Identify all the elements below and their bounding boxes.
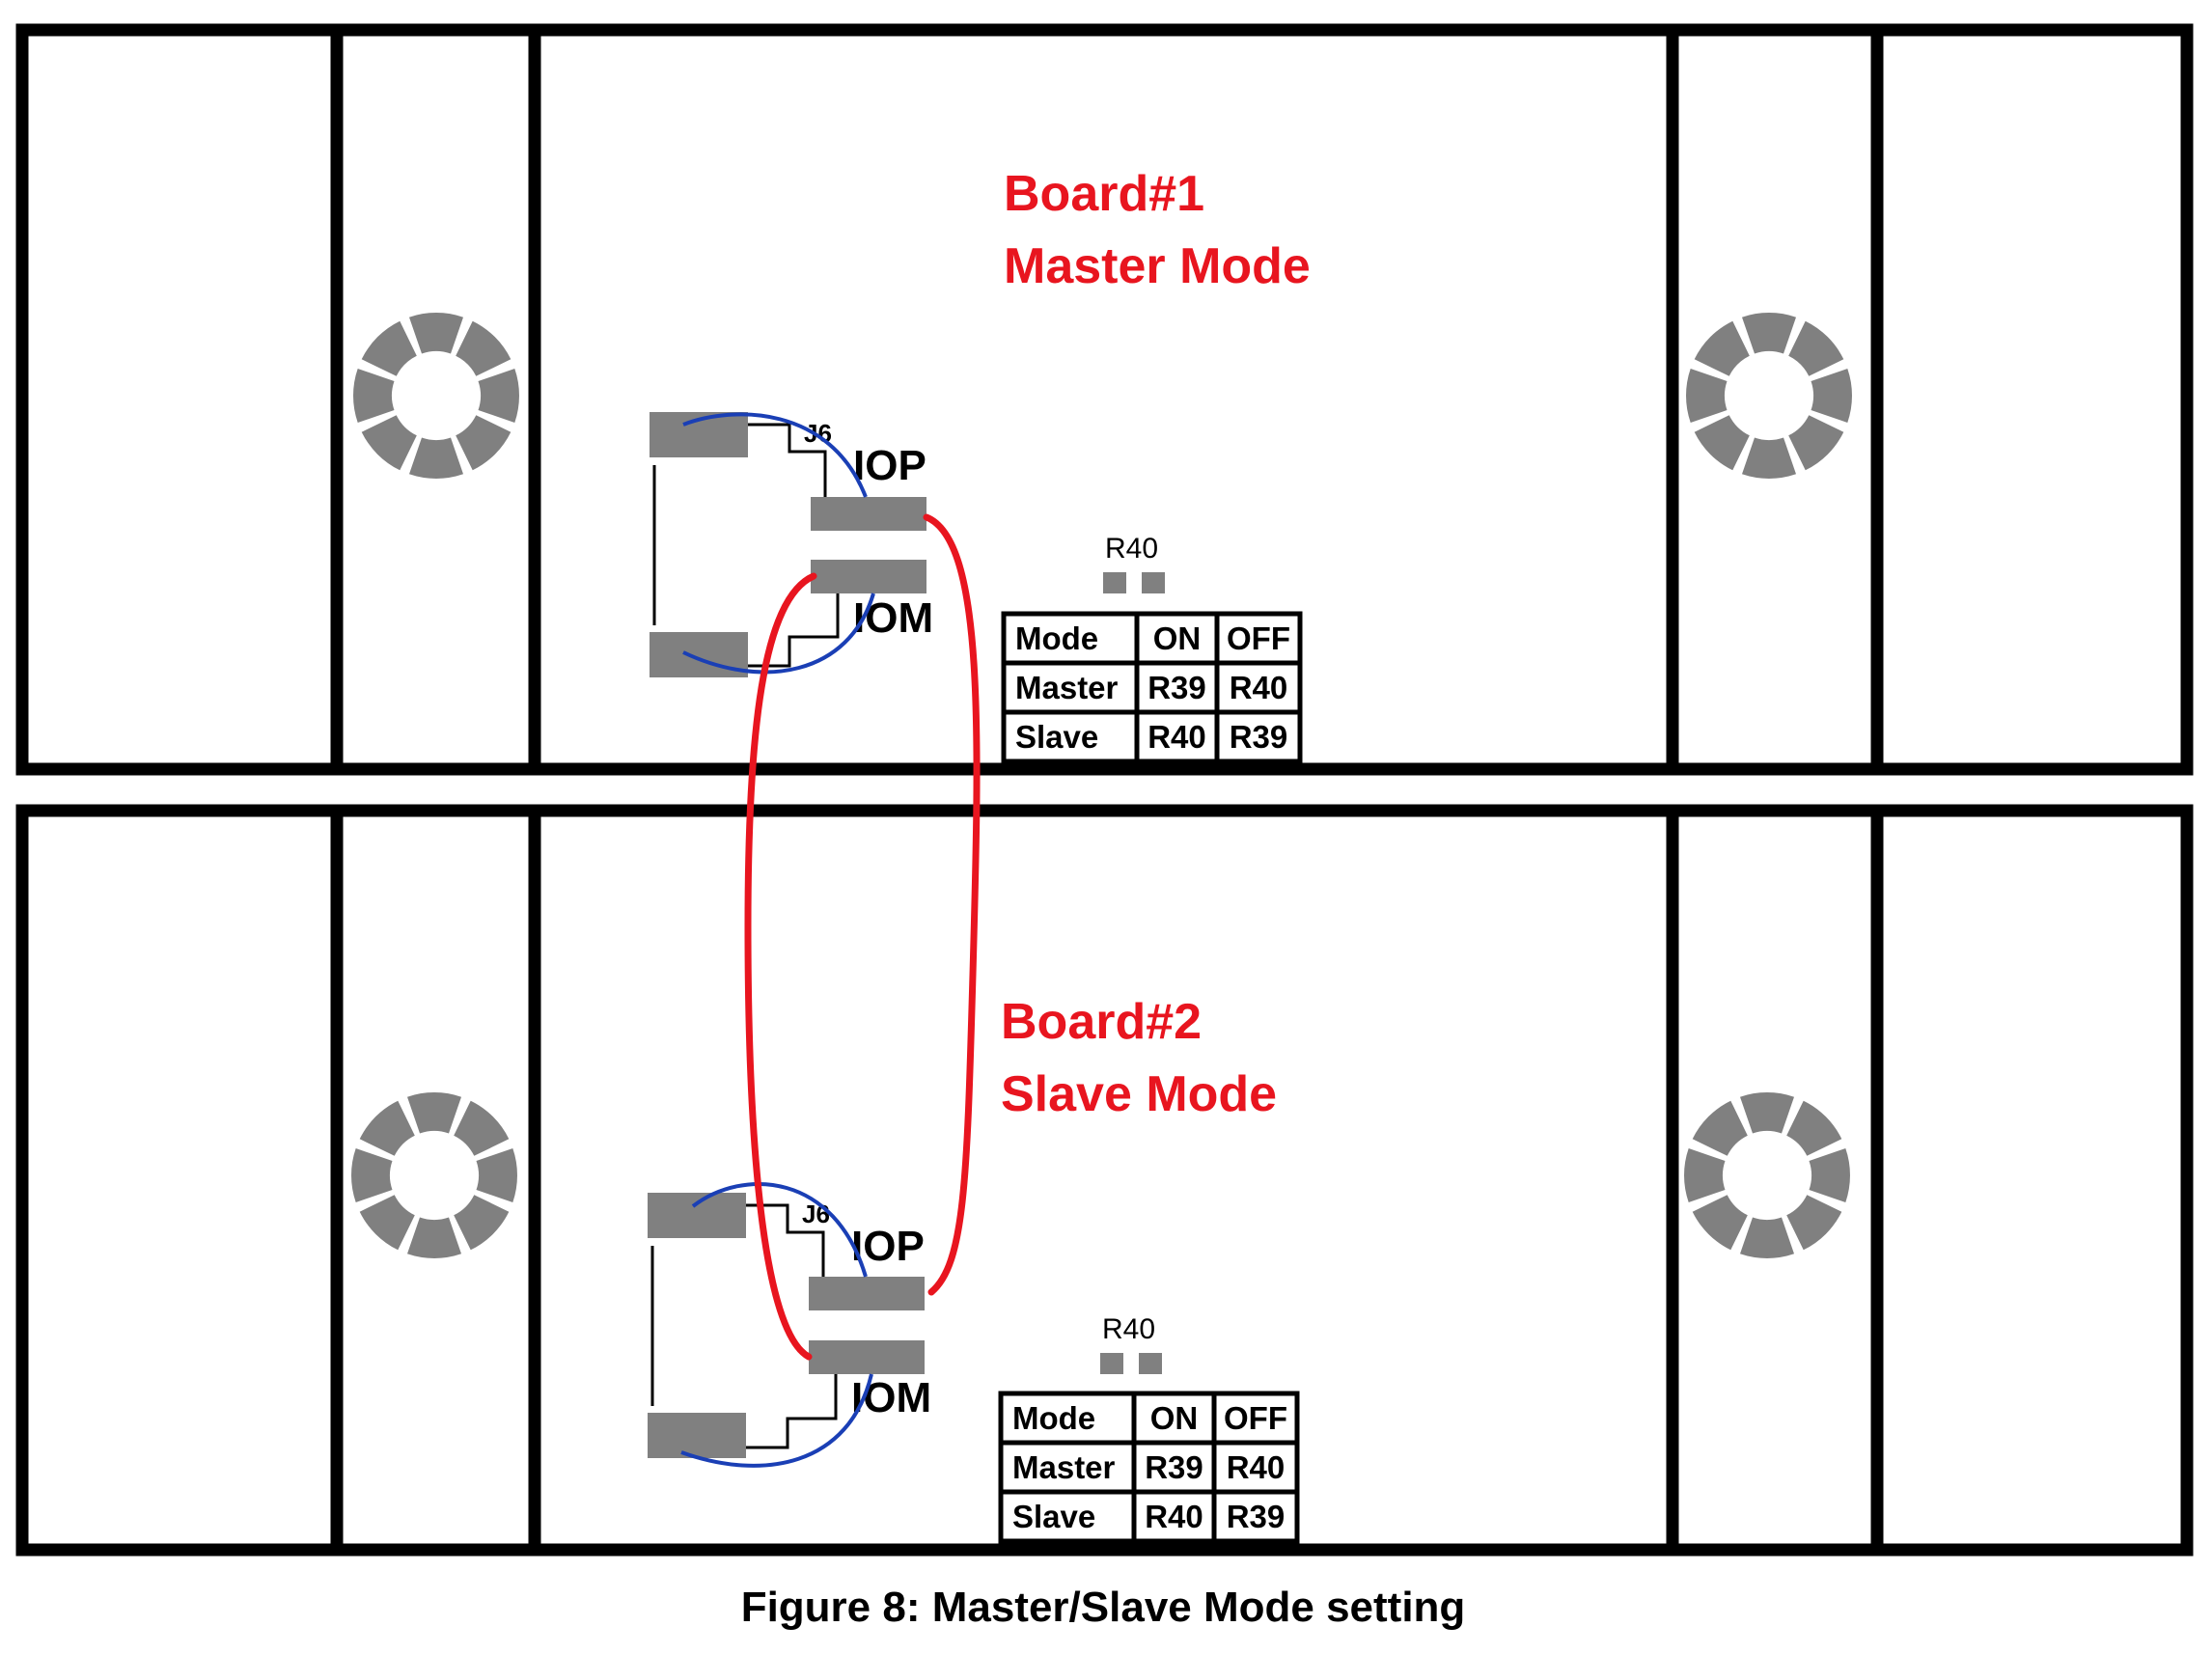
j6-connector: J6 IOP IOM <box>648 1182 931 1468</box>
fan-blade <box>454 1100 510 1156</box>
mode-table-header-cell: ON <box>1150 1400 1199 1436</box>
fan-blade <box>1740 1092 1794 1134</box>
fan-blade <box>1788 320 1844 376</box>
fan-blade <box>407 1092 461 1134</box>
mode-table-header-cell: Mode <box>1012 1400 1095 1436</box>
mode-table-cell: Slave <box>1012 1499 1095 1534</box>
board-1-name: Board#1 <box>1004 166 1204 222</box>
trace <box>746 1374 838 1449</box>
fan-blade <box>1686 369 1728 423</box>
fan-blade <box>1742 437 1796 479</box>
mode-table-header-cell: OFF <box>1227 620 1290 656</box>
connector-pad <box>648 1193 746 1238</box>
mode-table-cell: Master <box>1015 670 1119 705</box>
blue-wire <box>680 1373 873 1468</box>
mode-table-cell: R39 <box>1145 1449 1203 1485</box>
board-2-outline <box>15 804 2194 1557</box>
board-1-mode: Master Mode <box>1004 238 1311 294</box>
board-2: Board#2 Slave Mode J6 IOP IOM R40 Mode ON… <box>15 804 2194 1557</box>
fan-blade <box>454 1195 510 1251</box>
mode-table-frame <box>998 1391 1300 1544</box>
fan-blade <box>1809 1148 1850 1202</box>
fan-blade <box>359 1100 415 1156</box>
mode-table-cell: R39 <box>1147 670 1206 705</box>
fan-blade <box>351 1148 393 1202</box>
j6-connector: J6 IOP IOM <box>650 412 933 677</box>
iom-pad <box>811 560 926 593</box>
fan-blade <box>478 369 519 423</box>
fan-icon <box>1684 1092 1850 1258</box>
iop-label: IOP <box>853 442 926 489</box>
fan-blade <box>1692 1100 1748 1156</box>
iop-label: IOP <box>851 1223 925 1270</box>
mode-table-cell: R40 <box>1230 670 1288 705</box>
fan-blade <box>409 437 463 479</box>
r40-label: R40 <box>1102 1313 1155 1345</box>
mode-table-cell: R40 <box>1227 1449 1286 1485</box>
trace <box>746 1203 825 1277</box>
r40-pad <box>1100 1353 1123 1374</box>
mode-table-cell: Master <box>1012 1449 1116 1485</box>
j6-label: J6 <box>802 1199 830 1228</box>
fan-blade <box>1788 415 1844 471</box>
mode-table-header-cell: Mode <box>1015 620 1098 656</box>
fan-blade <box>1740 1217 1794 1258</box>
r40-pad <box>1103 572 1126 593</box>
red-link-cable <box>744 572 817 1361</box>
iom-label: IOM <box>853 594 933 642</box>
figure-caption: Figure 8: Master/Slave Mode setting <box>741 1584 1466 1631</box>
fan-blade <box>1692 1195 1748 1251</box>
trace <box>748 593 840 668</box>
fan-blade <box>476 1148 517 1202</box>
board-2-name: Board#2 <box>1001 994 1202 1050</box>
fan-blade <box>1786 1100 1842 1156</box>
iom-pad <box>809 1340 925 1374</box>
trace <box>748 423 827 497</box>
fan-blade <box>456 415 512 471</box>
board-1: Board#1 Master Mode J6 IOP IOM R40 Mode O… <box>15 23 2194 776</box>
mode-table-cell: R39 <box>1230 719 1288 755</box>
mode-table-frame <box>1001 611 1303 764</box>
fan-icon <box>1686 313 1852 479</box>
iop-pad <box>809 1277 925 1310</box>
r40-pad <box>1139 1353 1162 1374</box>
fan-blade <box>407 1217 461 1258</box>
board-1-outline <box>15 23 2194 776</box>
r40-label: R40 <box>1105 533 1158 565</box>
fan-blade <box>353 369 395 423</box>
connector-pad <box>648 1413 746 1458</box>
red-link-cable <box>923 513 981 1296</box>
mode-table-header-cell: OFF <box>1224 1400 1287 1436</box>
fan-blade <box>456 320 512 376</box>
mode-table-cell: R40 <box>1147 719 1206 755</box>
fan-blade <box>361 320 417 376</box>
fan-icon <box>353 313 519 479</box>
mode-table-header-cell: ON <box>1153 620 1202 656</box>
board-2-mode: Slave Mode <box>1001 1066 1277 1122</box>
blue-wire <box>682 412 868 498</box>
mode-table-cell: Slave <box>1015 719 1098 755</box>
fan-blade <box>361 415 417 471</box>
blue-wire <box>691 1182 868 1278</box>
fan-blade <box>359 1195 415 1251</box>
fan-blade <box>1742 313 1796 354</box>
fan-blade <box>1694 415 1750 471</box>
fan-blade <box>1694 320 1750 376</box>
fan-blade <box>1684 1148 1726 1202</box>
mode-table-cell: R39 <box>1227 1499 1286 1534</box>
fan-blade <box>1786 1195 1842 1251</box>
mode-table-cell: R40 <box>1145 1499 1203 1534</box>
fan-icon <box>351 1092 517 1258</box>
iop-pad <box>811 497 926 531</box>
blue-wire <box>682 593 875 675</box>
r40-pad <box>1142 572 1165 593</box>
fan-blade <box>409 313 463 354</box>
fan-blade <box>1811 369 1852 423</box>
